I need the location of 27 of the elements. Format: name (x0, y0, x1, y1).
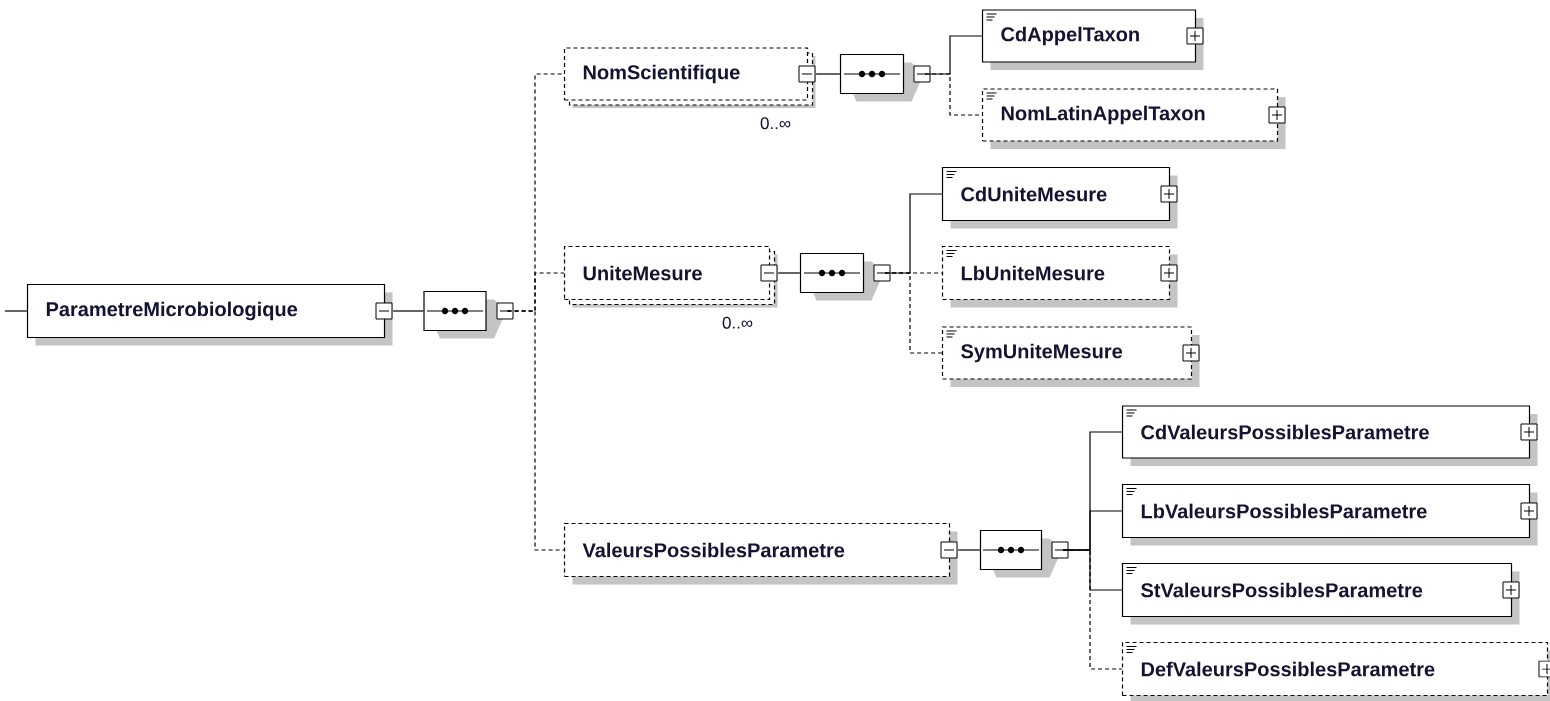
element-box: NomScientifique (563, 47, 816, 108)
element-box: CdUniteMesure (941, 166, 1178, 229)
sequence-symbol (423, 290, 514, 339)
element-box: ParametreMicrobiologique (26, 283, 393, 346)
occurrence-label: 0..∞ (760, 117, 791, 130)
connector (1062, 549, 1123, 670)
element-box: NomLatinAppelTaxon (981, 88, 1286, 149)
sequence-symbol (979, 529, 1069, 578)
element-box: ValeursPossiblesParametre (563, 522, 958, 585)
element-box: SymUniteMesure (941, 326, 1200, 387)
element-box: LbValeursPossiblesParametre (1121, 483, 1538, 546)
connector (777, 272, 801, 274)
connector (507, 310, 565, 551)
element-box: CdValeursPossiblesParametre (1121, 405, 1538, 466)
element-box: DefValeursPossiblesParametre (1121, 641, 1550, 701)
element-box: LbUniteMesure (941, 245, 1178, 308)
connector (392, 310, 424, 312)
sequence-symbol (839, 53, 931, 102)
connector (884, 272, 943, 354)
element-box: UniteMesure (563, 245, 778, 308)
element-box: StValeursPossiblesParametre (1121, 562, 1520, 625)
connector (815, 73, 841, 75)
connector (4, 310, 28, 312)
sequence-symbol (799, 252, 891, 301)
occurrence-label: 0..∞ (722, 316, 753, 329)
connector (957, 549, 981, 551)
element-box: CdAppelTaxon (981, 9, 1204, 70)
